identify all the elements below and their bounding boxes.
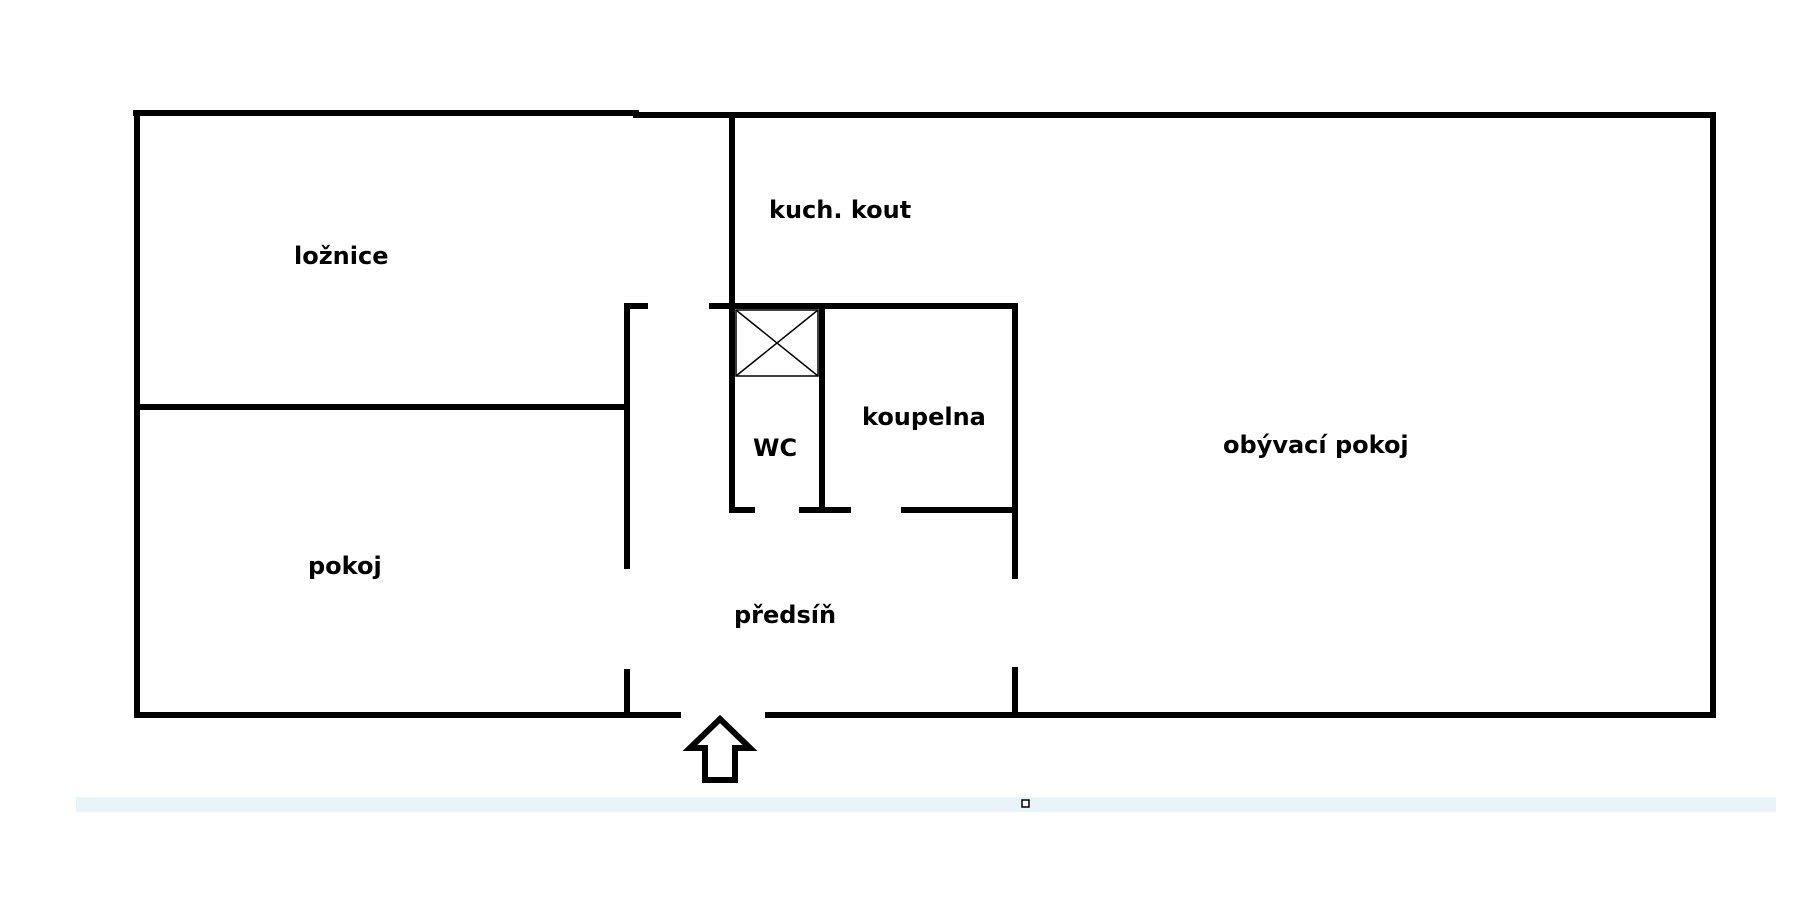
interior-walls: [134, 112, 1018, 718]
room-label-predsin: předsíň: [734, 601, 836, 629]
scrollbar-track[interactable]: [76, 797, 1776, 812]
ventilation-shaft-icon: [735, 309, 819, 377]
room-label-koupelna: koupelna: [862, 403, 986, 431]
scrollbar-handle[interactable]: [1021, 799, 1030, 808]
room-label-wc: WC: [753, 434, 797, 462]
room-label-pokoj: pokoj: [308, 552, 382, 580]
outer-walls: [133, 110, 1716, 718]
entrance-arrow-icon: [682, 714, 758, 783]
horizontal-scrollbar[interactable]: [76, 797, 1776, 812]
room-label-kuchynsky-kout: kuch. kout: [769, 196, 911, 224]
room-label-obyvaci-pokoj: obývací pokoj: [1223, 431, 1409, 459]
room-label-loznice: ložnice: [294, 242, 389, 270]
